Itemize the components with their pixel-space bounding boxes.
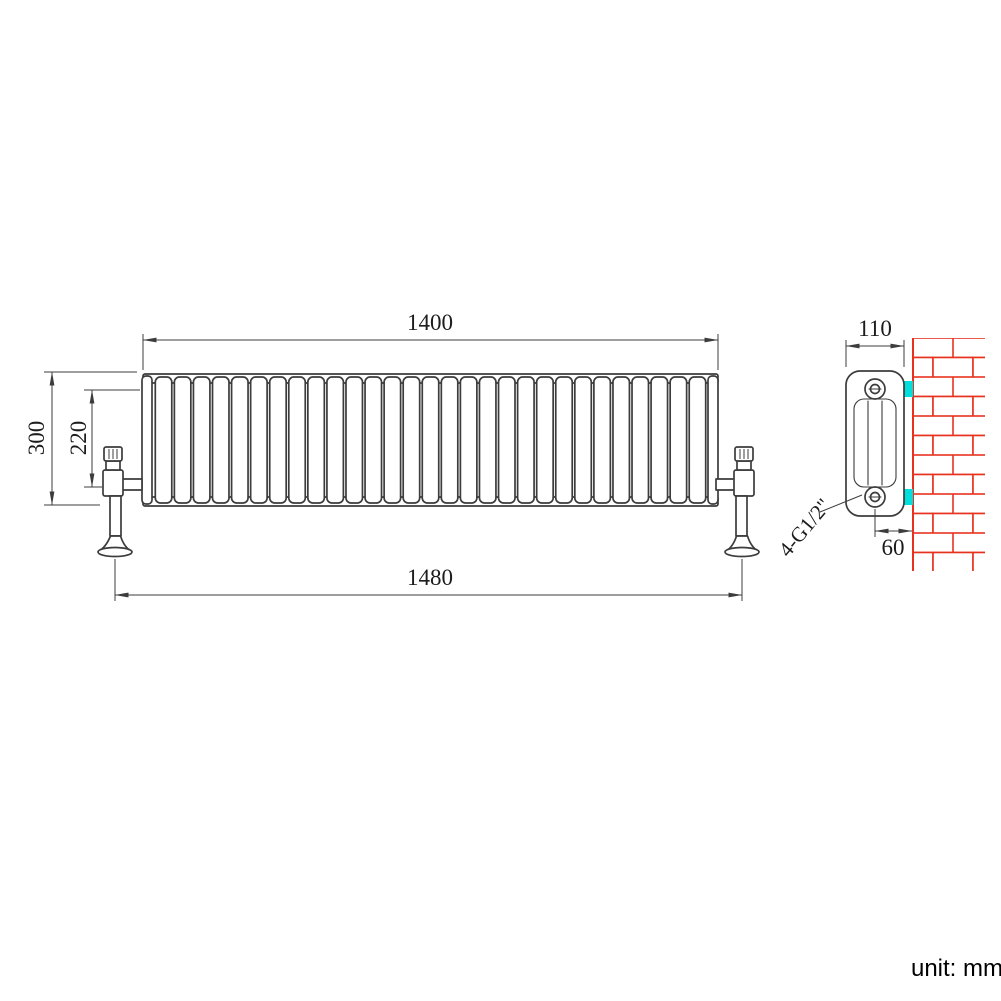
valve-pipe	[109, 495, 122, 537]
radiator-end-cap-right	[707, 375, 719, 505]
brick-wall	[912, 338, 985, 571]
radiator-column	[307, 376, 326, 504]
radiator-side-view	[845, 370, 905, 517]
dim-label-bottom-width: 1480	[407, 565, 453, 590]
dim-inner-height: 220	[66, 389, 140, 488]
radiator-column	[669, 376, 688, 504]
radiator-column	[364, 376, 383, 504]
radiator-column	[268, 376, 288, 504]
radiator-end-cap-left	[141, 375, 153, 505]
dim-bottom-width: 1480	[114, 559, 743, 601]
radiator-column	[192, 376, 211, 504]
radiator-columns	[154, 376, 707, 504]
wall-connector-bottom	[902, 489, 913, 505]
wall-connector-top	[902, 381, 913, 397]
valve-pipe	[735, 495, 748, 537]
valve-bonnet	[736, 460, 752, 471]
dim-label-top-width: 1400	[407, 310, 453, 335]
dim-top-width: 1400	[142, 310, 719, 370]
leader-line	[819, 494, 863, 513]
radiator-column	[631, 376, 650, 504]
radiator-column	[516, 376, 535, 504]
radiator-column	[402, 376, 421, 504]
valve-body	[733, 469, 755, 497]
radiator-column	[554, 376, 574, 504]
radiator-column	[383, 376, 402, 504]
connection-size-label: 4-G1/2"	[774, 494, 836, 562]
dim-label-wall-offset: 60	[882, 535, 905, 560]
radiator-column	[421, 376, 440, 504]
radiator-column	[249, 376, 268, 504]
radiator-column	[688, 376, 707, 504]
radiator-column	[459, 376, 478, 504]
radiator-column	[230, 376, 249, 504]
radiator-column	[535, 376, 554, 504]
unit-label: unit: mm	[911, 955, 1001, 982]
radiator-column	[173, 376, 192, 504]
pipe-foot-base	[724, 546, 760, 558]
valve-right	[715, 446, 760, 558]
dim-label-depth: 110	[858, 316, 892, 341]
wall-connectors	[902, 381, 913, 505]
dim-label-inner-height: 220	[66, 421, 91, 456]
valve-body	[102, 469, 124, 497]
radiator-column	[345, 376, 364, 504]
radiator-column	[326, 376, 345, 504]
radiator-front-view	[97, 373, 760, 558]
valve-bonnet	[105, 460, 121, 471]
radiator-column	[612, 376, 631, 504]
dim-label-height: 300	[24, 421, 49, 456]
radiator-column	[650, 376, 669, 504]
radiator-column	[593, 376, 612, 504]
brick-pattern-area	[913, 338, 985, 571]
radiator-column	[211, 376, 230, 504]
radiator-column	[440, 376, 459, 504]
dim-wall-offset: 60	[874, 509, 913, 560]
pipe-foot-base	[97, 546, 133, 558]
dim-depth: 110	[845, 316, 905, 367]
radiator-column	[573, 376, 593, 504]
dim-height: 300	[24, 371, 137, 506]
radiator-column	[478, 376, 497, 504]
radiator-column	[287, 376, 307, 504]
valve-left	[97, 446, 143, 558]
radiator-column	[154, 376, 173, 504]
radiator-column	[497, 376, 516, 504]
